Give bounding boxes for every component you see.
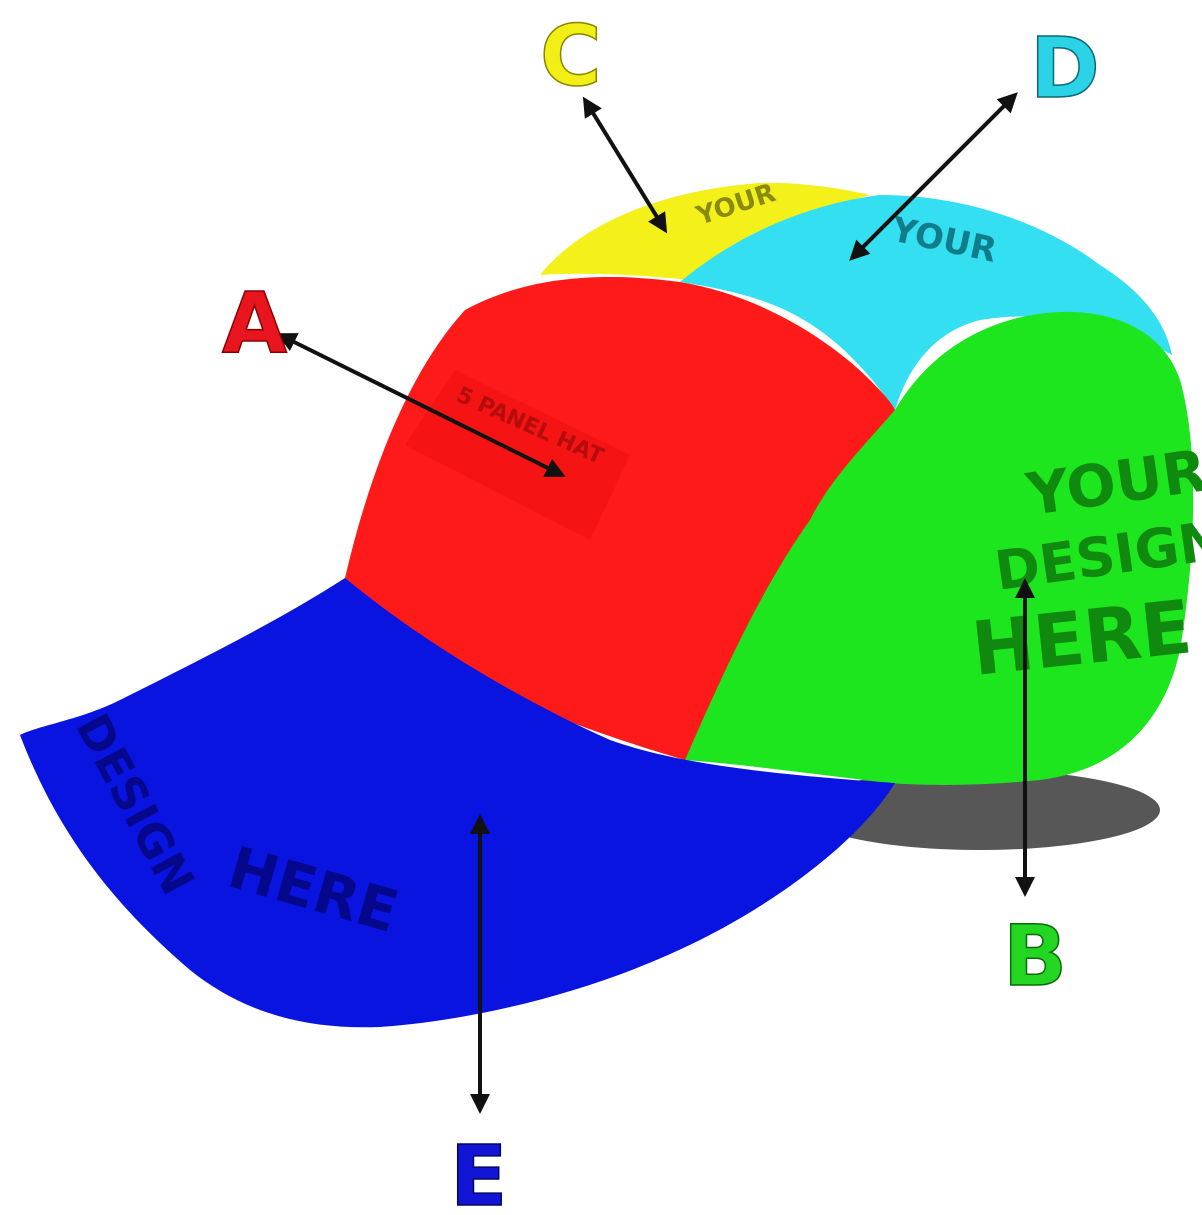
arrow-c xyxy=(585,100,665,230)
label-b: B xyxy=(1003,907,1067,1005)
label-e: E xyxy=(450,1127,507,1215)
label-a: A xyxy=(222,274,287,372)
label-c: C xyxy=(540,7,602,105)
label-d: D xyxy=(1030,19,1100,117)
